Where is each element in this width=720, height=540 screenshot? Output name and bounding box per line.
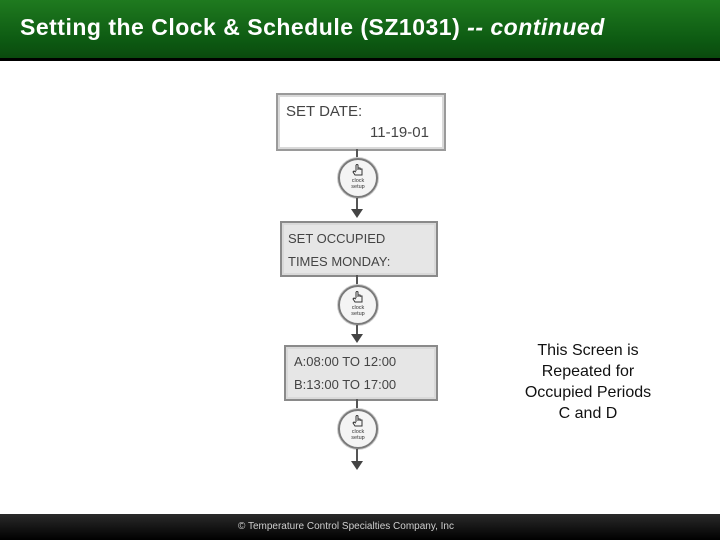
key-label-line2: setup — [351, 311, 365, 317]
slide-title: Setting the Clock & Schedule (SZ1031) --… — [20, 14, 605, 41]
note-line: C and D — [558, 405, 618, 422]
screen-line: A:08:00 TO 12:00 — [294, 354, 397, 369]
screen-line: SET OCCUPIED — [288, 231, 386, 246]
lcd-screen-set-date: SET DATE: 11-19-01 — [276, 93, 446, 151]
flow-connector — [356, 449, 358, 463]
lcd-screen-set-occupied: SET OCCUPIED TIMES MONDAY: — [280, 221, 438, 277]
flow-connector — [356, 325, 358, 336]
repeat-note: This Screen is Repeated for Occupied Per… — [508, 340, 668, 424]
key-label-line1: clock — [351, 429, 365, 435]
screen-line: 11-19-01 — [370, 124, 429, 141]
key-label-line2: setup — [351, 184, 365, 190]
key-label-line1: clock — [351, 178, 365, 184]
title-main: Setting the Clock & Schedule (SZ1031) — [20, 14, 468, 40]
screen-line: SET DATE: — [286, 103, 363, 120]
down-arrow-icon — [351, 461, 363, 470]
note-line: This Screen is — [537, 342, 639, 359]
note-line: Occupied Periods — [524, 384, 652, 401]
down-arrow-icon — [351, 209, 363, 218]
key-label-line2: setup — [351, 435, 365, 441]
pointing-hand-icon — [352, 291, 363, 303]
clock-setup-key[interactable]: clock setup — [338, 158, 378, 198]
copyright-text: © Temperature Control Specialties Compan… — [238, 521, 454, 532]
lcd-screen-occupied-periods: A:08:00 TO 12:00 B:13:00 TO 17:00 — [284, 345, 438, 401]
flow-connector — [356, 275, 358, 285]
flow-connector — [356, 149, 358, 158]
pointing-hand-icon — [352, 415, 363, 427]
clock-setup-key[interactable]: clock setup — [338, 409, 378, 449]
flow-connector — [356, 399, 358, 409]
key-label-line1: clock — [351, 305, 365, 311]
note-line: Repeated for — [541, 363, 635, 380]
flow-connector — [356, 198, 358, 211]
pointing-hand-icon — [352, 164, 363, 176]
footer-bar: © Temperature Control Specialties Compan… — [0, 514, 720, 540]
screen-line: TIMES MONDAY: — [288, 254, 391, 269]
title-bar: Setting the Clock & Schedule (SZ1031) --… — [0, 0, 720, 61]
screen-line: B:13:00 TO 17:00 — [294, 377, 397, 392]
down-arrow-icon — [351, 334, 363, 343]
title-suffix: -- continued — [467, 14, 605, 40]
clock-setup-key[interactable]: clock setup — [338, 285, 378, 325]
